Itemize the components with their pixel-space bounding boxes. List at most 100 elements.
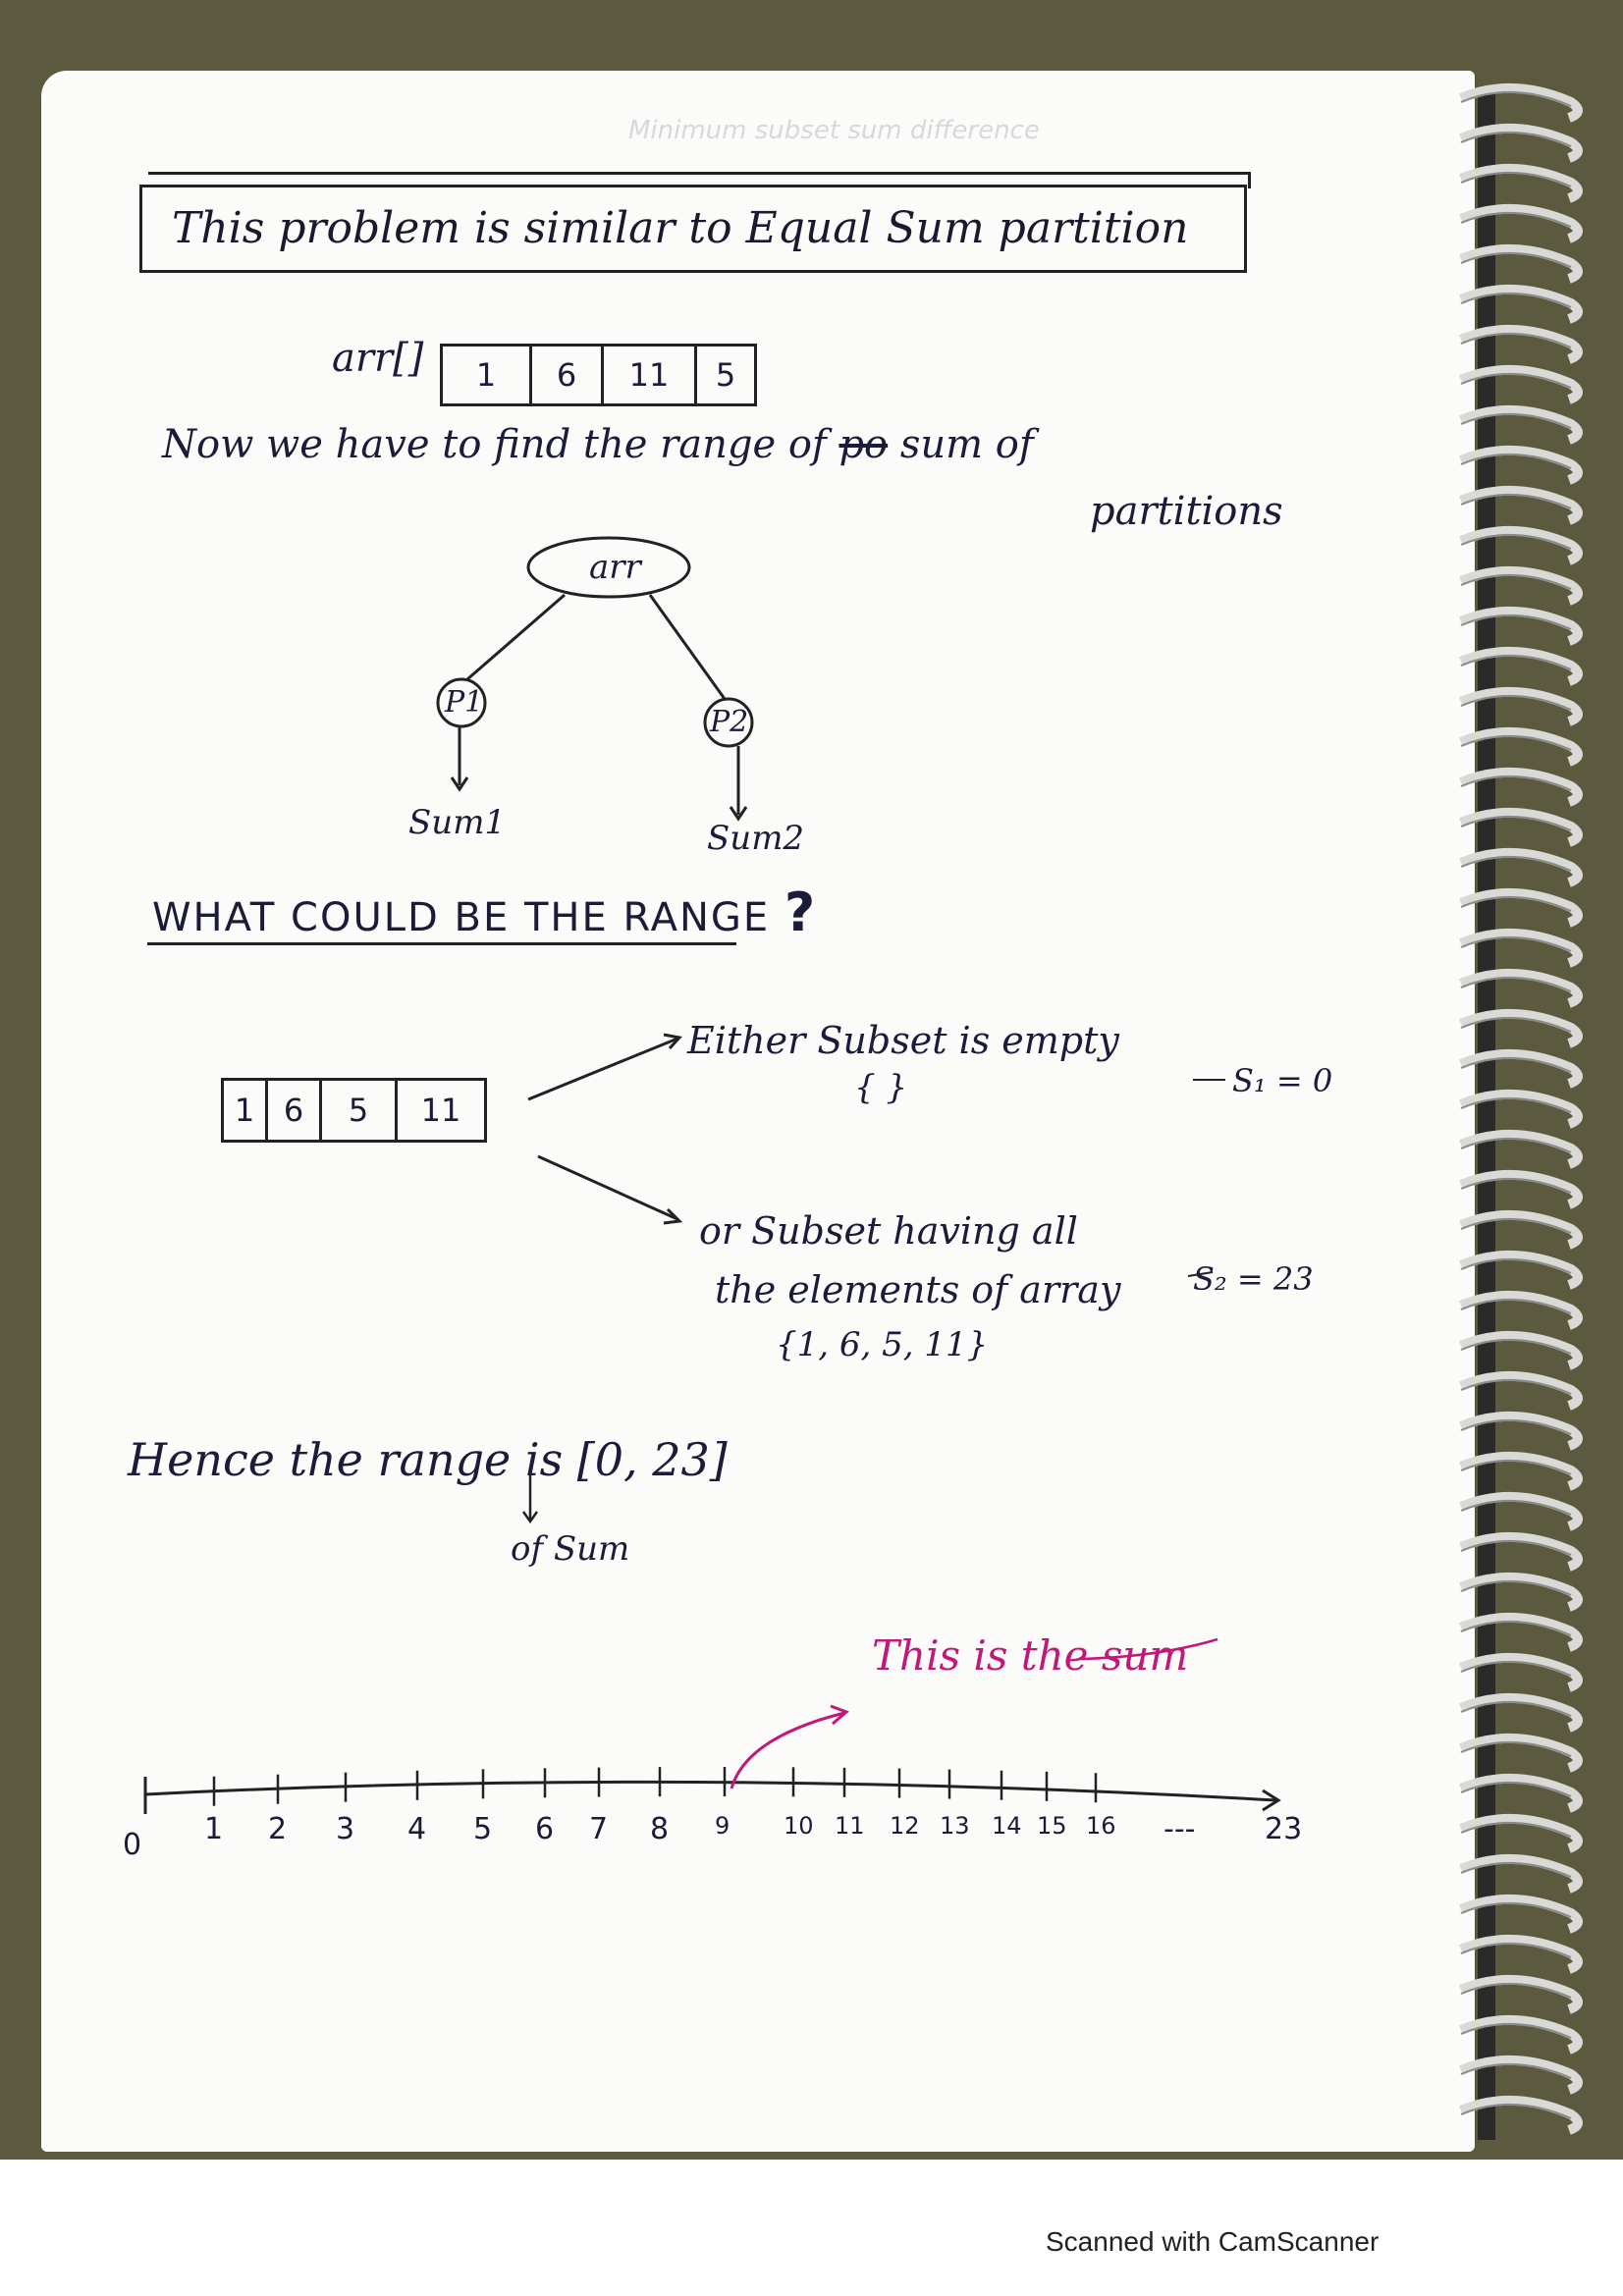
spiral-ring-shadow [1460,1177,1572,1194]
branch-top-text: Either Subset is empty [687,1019,1119,1062]
numberline-tick-label: 2 [268,1812,288,1846]
spiral-ring [1459,163,1583,203]
spiral-ring [1459,807,1583,847]
title-box: This problem is similar to Equal Sum par… [139,172,1251,273]
numberline-tick-label: 10 [784,1812,814,1840]
numberline-tick-label: 5 [473,1812,493,1846]
spiral-ring-shadow [1460,774,1572,791]
spiral-ring [1459,1008,1583,1048]
spiral-ring-shadow [1460,815,1572,831]
branch-top-result: S₁ = 0 [1232,1062,1333,1099]
tree-right-node [703,697,754,748]
spiral-ring-shadow [1460,1781,1572,1797]
spiral-ring [1459,1531,1583,1572]
spiral-ring [1459,1411,1583,1451]
spiral-ring [1459,1733,1583,1773]
spiral-binding [1459,82,1583,2140]
spiral-ring-shadow [1460,2062,1572,2079]
tree-edge-left [466,593,566,681]
spiral-ring [1459,2014,1583,2055]
spiral-ring [1459,203,1583,243]
spiral-ring [1459,404,1583,445]
spiral-ring-shadow [1460,211,1572,228]
array-cell: 1 [443,347,532,403]
spiral-ring [1459,2055,1583,2095]
spiral-ring-shadow [1460,1539,1572,1556]
spiral-ring [1459,1773,1583,1813]
spiral-ring-shadow [1460,2022,1572,2039]
branch-arrow-top [527,1037,678,1101]
spiral-ring-shadow [1460,332,1572,348]
spiral-ring-shadow [1460,1821,1572,1838]
spiral-ring-shadow [1460,895,1572,912]
annotation-arrow [730,1711,845,1789]
branch-arrowhead-top [663,1033,682,1050]
spiral-ring [1459,726,1583,767]
spiral-ring-shadow [1460,1620,1572,1636]
spiral-ring [1459,1048,1583,1089]
spiral-ring [1459,1572,1583,1612]
spiral-ring [1459,1089,1583,1129]
tree-arrowhead-left [450,776,469,792]
spiral-ring [1459,82,1583,123]
spiral-ring-shadow [1460,1982,1572,1999]
spiral-ring [1459,485,1583,525]
array-box-2: 1 6 5 11 [221,1078,487,1143]
spiral-ring [1459,243,1583,284]
binding-spine [1478,88,1495,2140]
spiral-ring [1459,1612,1583,1652]
question-mark: ? [784,881,818,943]
spiral-ring-shadow [1460,1459,1572,1475]
spiral-ring [1459,1129,1583,1169]
struck-text: po [839,422,889,467]
sentence-end: sum of [899,422,1034,467]
array-cell: 5 [715,356,736,394]
conclusion-note: of Sum [511,1529,630,1569]
spiral-ring-shadow [1460,1740,1572,1757]
spiral-ring [1459,324,1583,364]
spiral-ring [1459,1330,1583,1370]
spiral-ring [1459,887,1583,928]
ghost-header: Minimum subset sum difference [628,116,1040,145]
numberline-tick-label: 13 [940,1812,970,1840]
spiral-ring [1459,606,1583,646]
spiral-ring-shadow [1460,533,1572,550]
spiral-ring-shadow [1460,251,1572,268]
branch-top-set: { } [854,1068,908,1107]
spiral-ring [1459,1451,1583,1491]
branch-bottom-line2: the elements of array [715,1268,1121,1311]
spiral-ring [1459,1290,1583,1330]
numberline-tick-label: 11 [835,1812,865,1840]
spiral-ring [1459,123,1583,163]
spiral-ring [1459,767,1583,807]
numberline-tick-label: 0 [123,1828,142,1862]
spiral-ring [1459,847,1583,887]
spiral-ring [1459,525,1583,565]
spiral-ring [1459,1894,1583,1934]
spiral-ring [1459,445,1583,485]
spiral-ring [1459,1813,1583,1853]
numberline-tick-label: 1 [204,1812,224,1846]
spiral-ring-shadow [1460,734,1572,751]
branch-bottom-line1: or Subset having all [699,1209,1078,1253]
tree-right-label: P2 [710,705,749,739]
spiral-ring-shadow [1460,654,1572,670]
spiral-ring-shadow [1460,694,1572,711]
branch-bottom-set: {1, 6, 5, 11} [776,1325,989,1364]
conclusion-text: Hence the range is [0, 23] [128,1433,728,1486]
numberline-axis [144,1780,1277,1802]
array-cell: 6 [532,347,604,403]
spiral-ring [1459,1652,1583,1692]
sentence-start: Now we have to find the range of [162,422,827,467]
spiral-ring [1459,565,1583,606]
numberline-tick-label: 12 [890,1812,920,1840]
array-box-1: 1 6 11 5 [440,344,757,406]
numberline-tick-label: 7 [589,1812,609,1846]
spiral-ring-shadow [1460,493,1572,509]
spiral-ring-shadow [1460,1338,1572,1355]
spiral-ring-shadow [1460,855,1572,872]
spiral-ring [1459,686,1583,726]
spiral-ring-shadow [1460,1298,1572,1314]
numberline-tick-label: 15 [1037,1812,1067,1840]
question-heading: WHAT COULD BE THE RANGE ? [152,881,817,943]
